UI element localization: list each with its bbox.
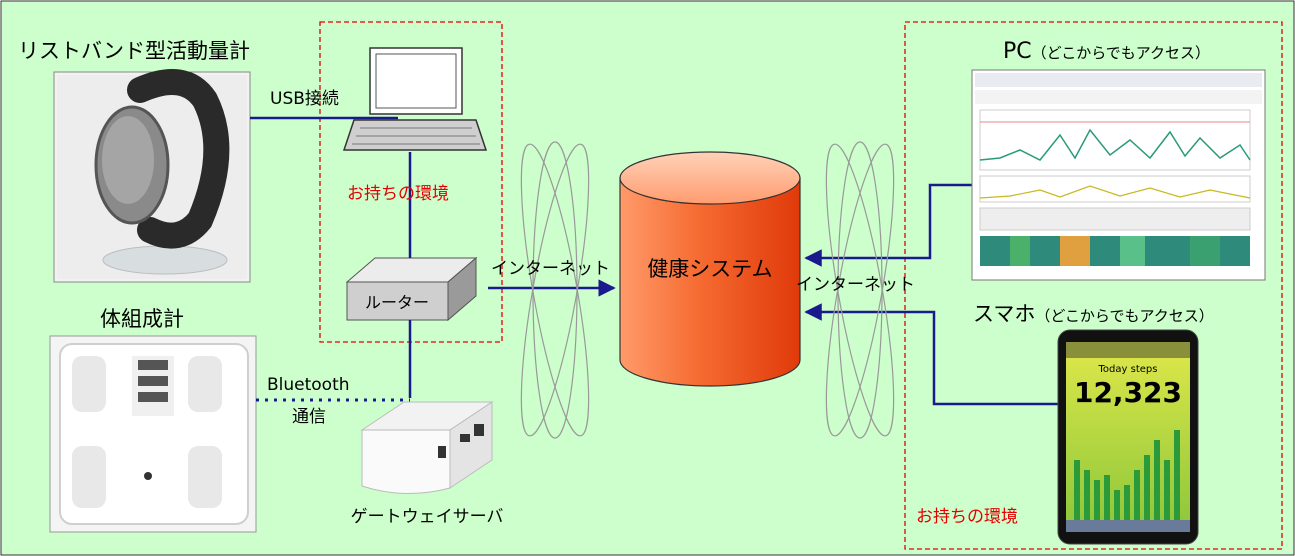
- internet-label-right: インターネット: [796, 275, 915, 295]
- laptop-icon: [342, 47, 488, 151]
- own-environment-box-right: [904, 21, 1283, 550]
- smartphone-label: スマホ: [973, 302, 1035, 326]
- smartphone-access-note: （どこからでもアクセス）: [1035, 307, 1213, 325]
- internet-cloud-right: [825, 141, 895, 439]
- router-label: ルーター: [365, 293, 429, 312]
- own-environment-label-left: お持ちの環境: [347, 184, 449, 204]
- scale-image: [49, 335, 257, 533]
- phone-header-text: Today steps: [1098, 364, 1158, 375]
- pc-access-note: （どこからでもアクセス）: [1032, 44, 1210, 62]
- bluetooth-label: Bluetooth: [267, 375, 350, 395]
- usb-connection-label: USB接続: [270, 89, 339, 109]
- router-icon: [345, 256, 478, 322]
- internet-label-left: インターネット: [491, 259, 610, 279]
- wristband-image: [53, 69, 251, 283]
- own-environment-label-right: お持ちの環境: [916, 507, 1018, 527]
- health-system-database: [619, 151, 801, 387]
- phone-steps-value: 12,323: [1074, 376, 1182, 409]
- internet-cloud-left: [520, 141, 590, 439]
- smartphone-image: Today steps 12,323: [1057, 329, 1199, 545]
- communication-label: 通信: [292, 407, 326, 427]
- pc-dashboard-image: [971, 69, 1266, 281]
- pc-connection-arrow: [804, 183, 972, 267]
- pc-label: PC: [1003, 39, 1032, 64]
- smartphone-connection-arrow: [804, 303, 1058, 406]
- gateway-server-label: ゲートウェイサーバ: [351, 507, 504, 527]
- smartphone-title: スマホ（どこからでもアクセス）: [973, 302, 1214, 326]
- health-system-label: 健康システム: [647, 257, 772, 281]
- gateway-server-icon: [360, 401, 494, 494]
- pc-title: PC（どこからでもアクセス）: [1003, 39, 1210, 64]
- wristband-label: リストバンド型活動量計: [18, 39, 250, 63]
- scale-label: 体組成計: [100, 307, 184, 331]
